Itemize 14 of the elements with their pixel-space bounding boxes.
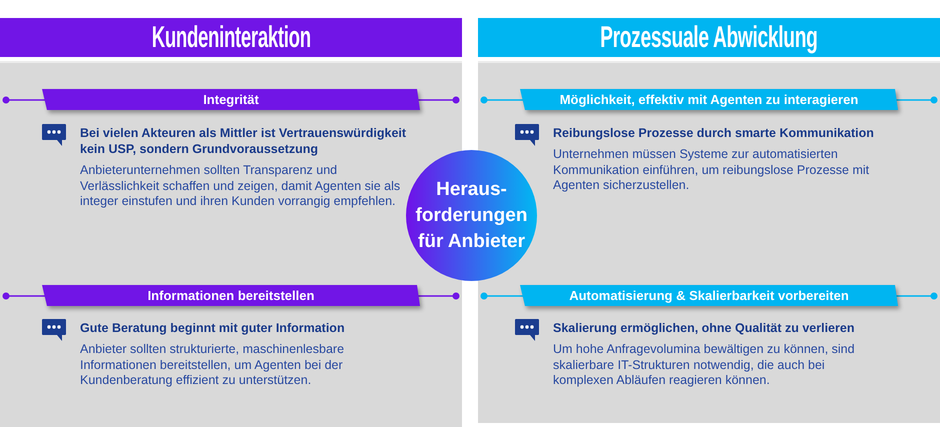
section-heading: Skalierung ermöglichen, ohne Qualität zu verlieren	[553, 320, 854, 336]
section-heading: Gute Beratung beginnt mit guter Information	[80, 320, 345, 336]
banner: Integrität	[42, 89, 420, 110]
body-text: Unternehmen müssen Systeme zur automatisierten Kommunikation einführen, um reibungslose Prozesse mit Agenten sicherzustellen.	[553, 147, 870, 194]
body-text: Um hohe Anfragevolumina bewältigen zu können, sind skalierbare IT-Strukturen notwendig, die auch bei komplexen Abläufen reagieren können.	[553, 342, 856, 388]
body-text: Anbieter sollten strukturierte, maschinenlesbare Informationen bereitstellen, um Agenten bei der Kundenberatung effizient zu unterstützen.	[80, 342, 346, 388]
section-heading: Reibungslose Prozesse durch smarte Kommunikation	[553, 125, 874, 141]
banner: Möglichkeit, effektiv mit Agenten zu interagieren	[520, 89, 898, 110]
banner: Informationen bereitstellen	[42, 285, 420, 306]
banner: Automatisierung & Skalierbarkeit vorbereiten	[520, 285, 898, 306]
column-header: Kundeninteraktion	[0, 18, 462, 57]
section-heading: Bei vielen Akteuren als Mittler ist Vertrauenswürdigkeit kein USP, sondern Grundvoraussetzung	[80, 125, 408, 157]
body-text: Anbieterunternehmen sollten Transparenz und Verlässlichkeit schaffen und zeigen, damit Agenten sie als integer einstufen und ihren Kunden vorrangig empfehlen.	[80, 163, 402, 210]
column-header: Prozessuale Abwicklung	[478, 18, 940, 57]
